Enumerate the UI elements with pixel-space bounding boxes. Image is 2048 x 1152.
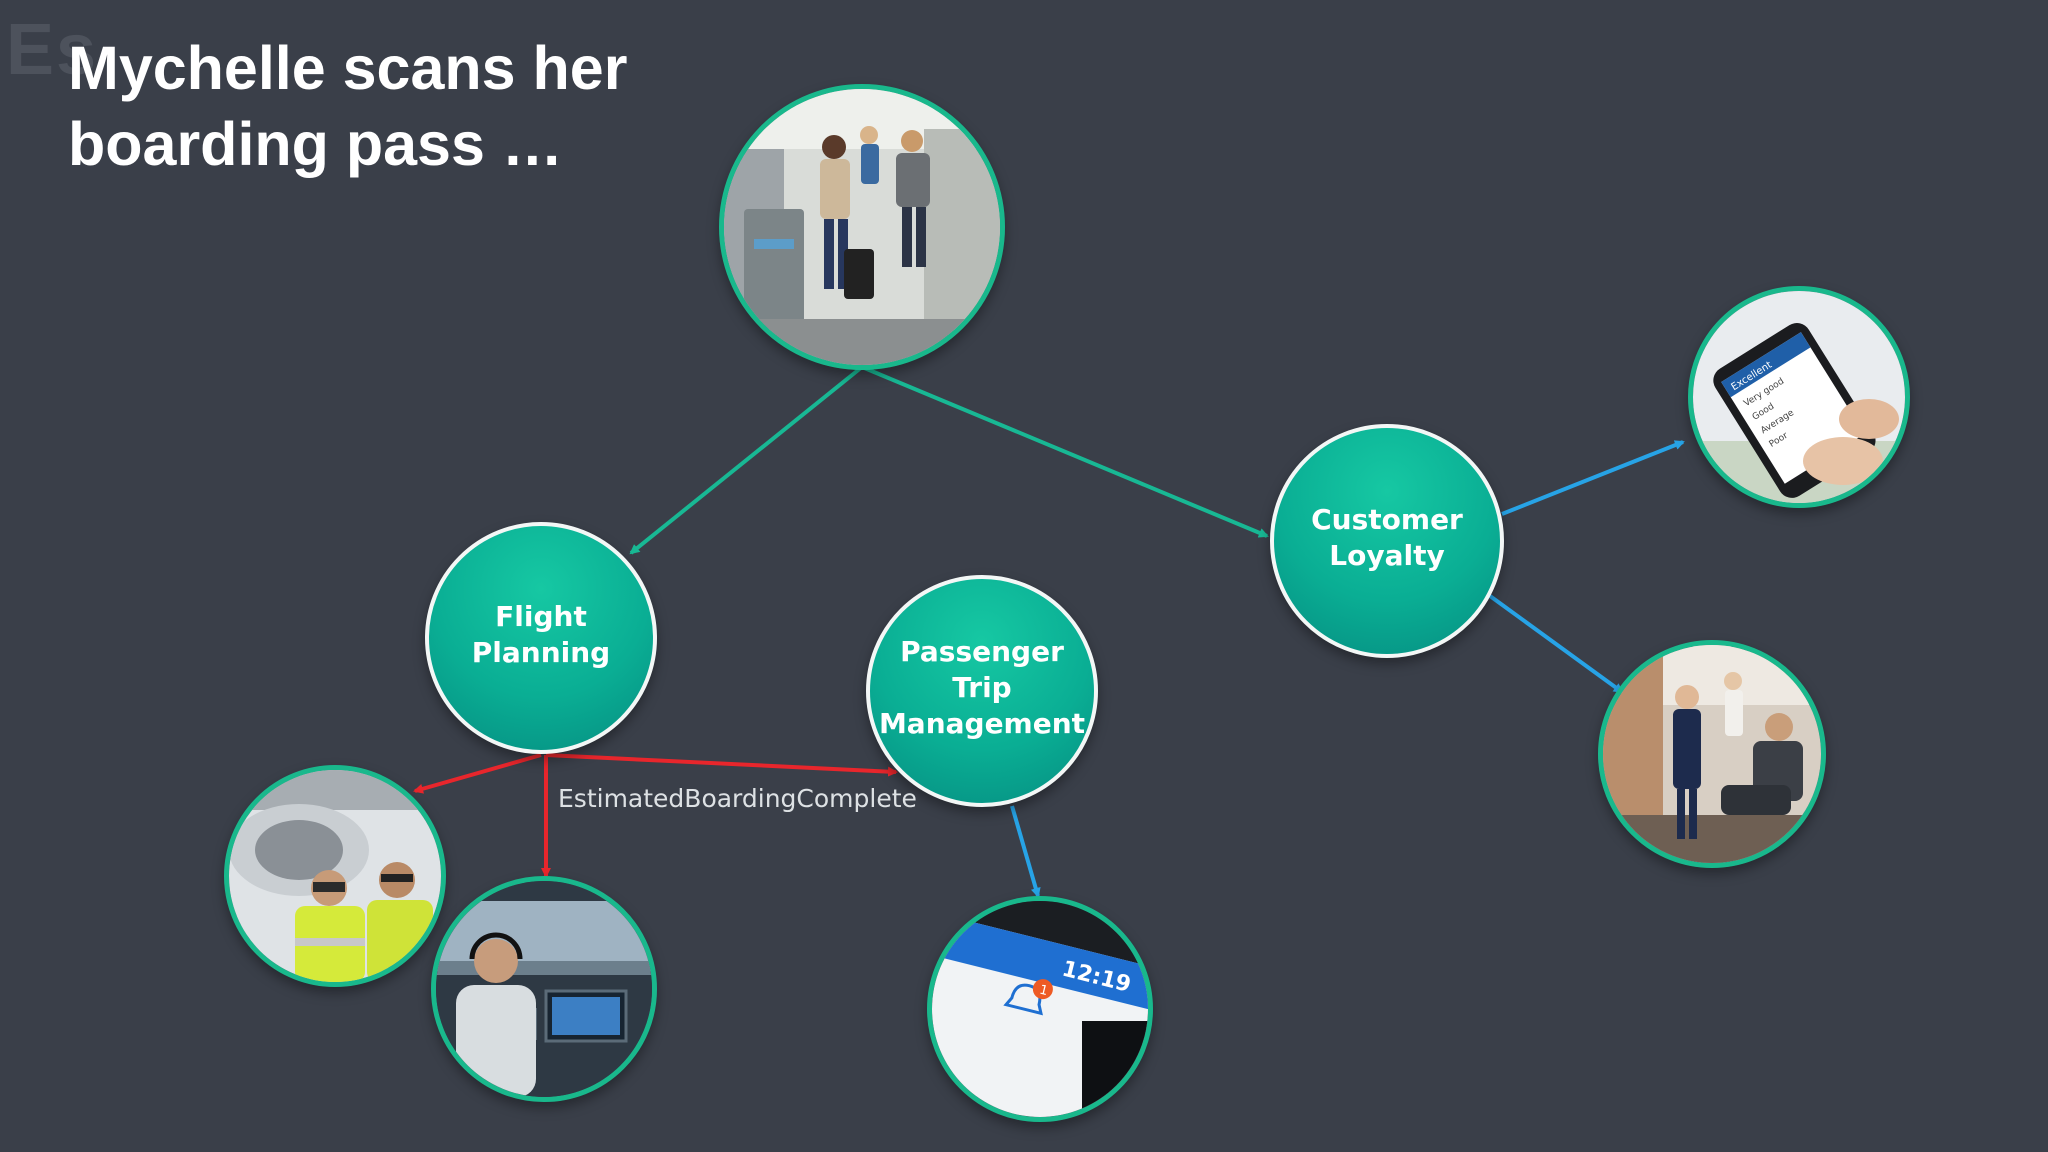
passenger-trip-label: Passenger Trip Management bbox=[878, 635, 1086, 740]
notification-badge-count: 1 bbox=[1038, 983, 1050, 1000]
arrow-boarding-to-flight-planning bbox=[629, 365, 864, 555]
control-tower-photo bbox=[431, 876, 657, 1102]
notification-badge-dot bbox=[1032, 979, 1053, 1000]
arrow-loyalty-to-lounge bbox=[1488, 594, 1624, 694]
flight-planning-label: Flight Planning bbox=[471, 600, 611, 669]
arrow-flight-planning-to-passenger-trip bbox=[545, 753, 898, 777]
phone-survey-photo: Excellent Very good Good Average Poor bbox=[1688, 286, 1910, 508]
customer-loyalty-label: Customer Loyalty bbox=[1311, 503, 1463, 572]
ghost-text: Es bbox=[6, 10, 99, 90]
flight-planning-node: Flight Planning bbox=[425, 522, 657, 754]
lounge-photo bbox=[1598, 640, 1826, 868]
boarding-gate-photo bbox=[719, 84, 1005, 370]
slide-title: Mychelle scans her boarding pass … bbox=[68, 34, 628, 178]
arrow-passenger-trip-to-notification bbox=[1010, 805, 1041, 898]
passenger-trip-management-node: Passenger Trip Management bbox=[866, 575, 1098, 807]
ground-crew-photo bbox=[224, 765, 446, 987]
phone-notification-photo: 12:19 1 bbox=[927, 896, 1153, 1122]
arrow-flight-planning-to-ground-crew bbox=[413, 753, 542, 794]
event-label: EstimatedBoardingComplete bbox=[558, 784, 917, 813]
arrow-boarding-to-customer-loyalty bbox=[861, 365, 1269, 538]
arrow-loyalty-to-phone-survey bbox=[1501, 440, 1685, 516]
customer-loyalty-node: Customer Loyalty bbox=[1270, 424, 1504, 658]
